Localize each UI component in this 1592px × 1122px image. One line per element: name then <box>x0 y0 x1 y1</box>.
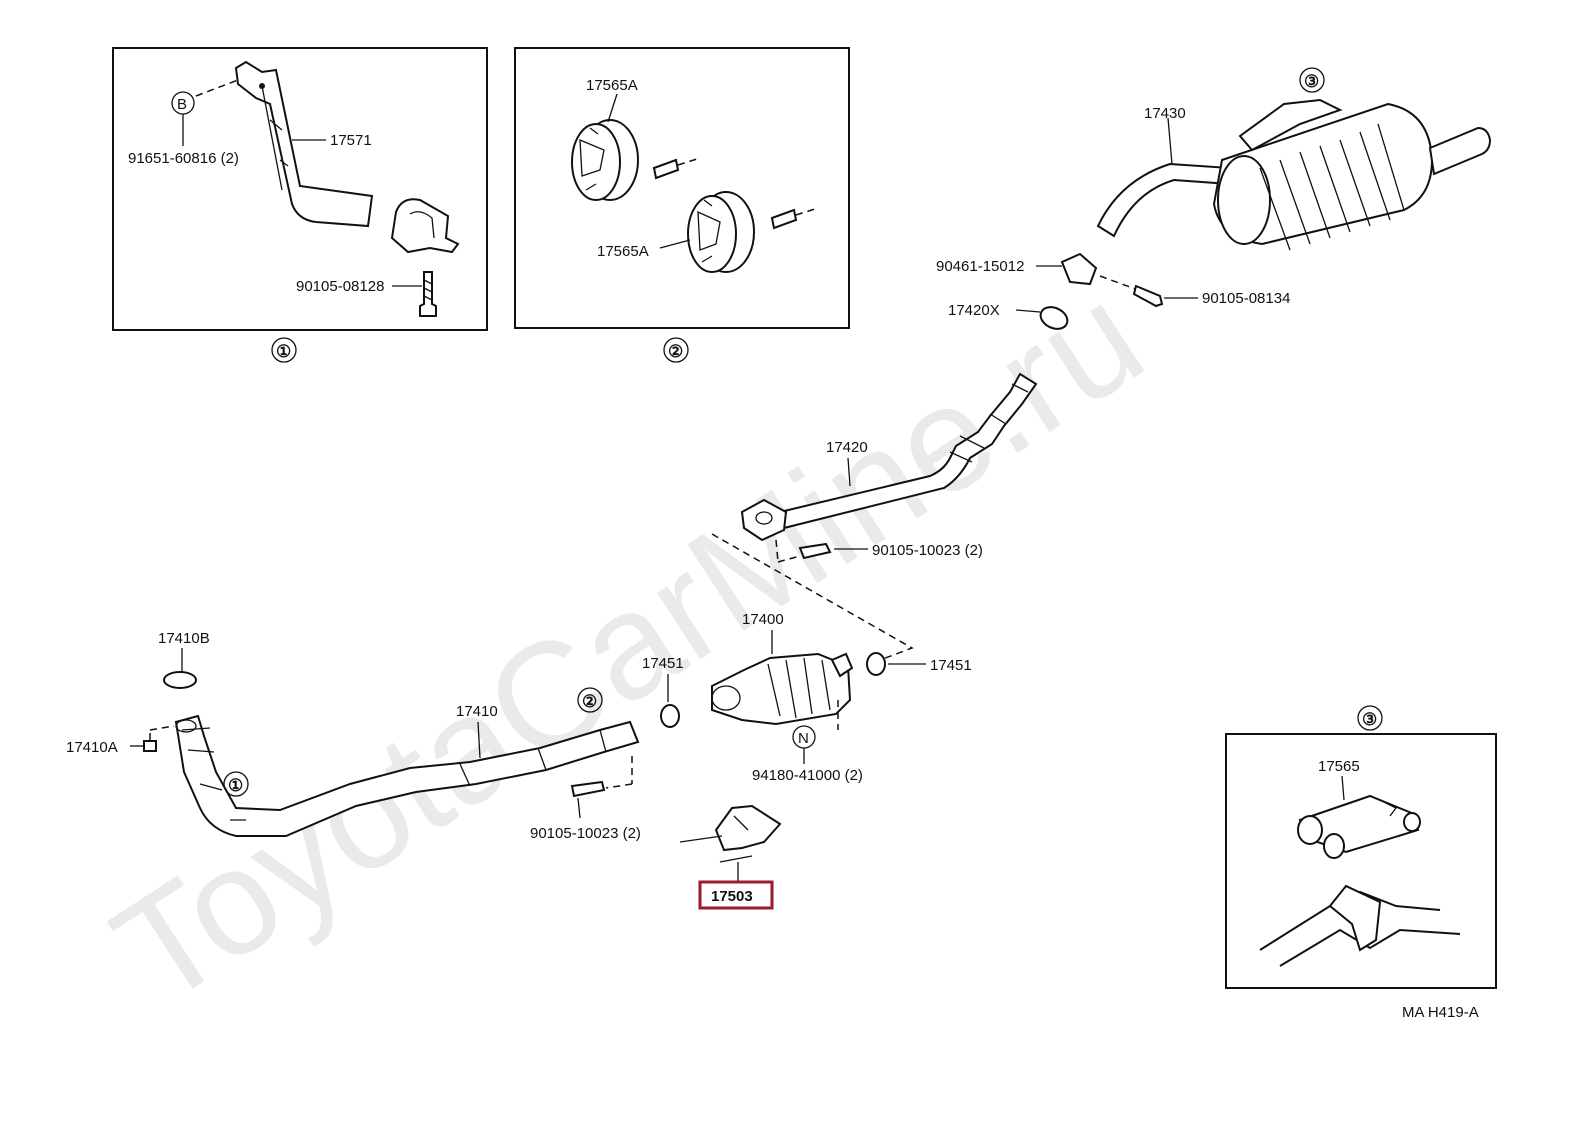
converter-17400-part <box>711 652 852 726</box>
inset-box-2-number-circle <box>663 337 689 363</box>
highlighted-part-frame[interactable] <box>698 880 774 910</box>
front-pipe-ref-2: ② <box>582 692 597 711</box>
highlighted-part-label[interactable]: 17503 <box>711 888 753 905</box>
inset-box-2: 17565A 17565A ② <box>514 47 850 363</box>
gasket-right-part <box>866 652 886 676</box>
inset-box-3-number-circle <box>1357 705 1383 731</box>
stud-label: 17410A <box>66 739 118 756</box>
bolt-08134-part <box>1132 284 1164 308</box>
front-pipe-ref-1-circle <box>223 771 249 797</box>
inset-box-1-number-circle <box>271 337 297 363</box>
inset-box-3: ③ 17565 <box>1225 705 1497 989</box>
front-pipe-bolt-part <box>570 780 606 798</box>
tailpipe-assembly: ③ 17430 90461-15012 90105-08134 17420X <box>936 67 1492 330</box>
muffler-hanger <box>1238 98 1343 152</box>
center-pipe-flange <box>740 498 788 542</box>
inset-box-1-frame <box>112 47 488 331</box>
inset-box-3-frame <box>1225 733 1497 989</box>
gasket-left-part <box>660 704 680 728</box>
bolt-08128-part <box>419 271 437 317</box>
gasket-ring-part <box>1039 306 1069 330</box>
muffler-outlet-pipe <box>1428 126 1492 176</box>
inset-box-1-number: ① <box>276 342 291 361</box>
bolt-08128-label: 90105-08128 <box>296 278 384 295</box>
tailpipe-ref-circle <box>1299 67 1325 93</box>
bolt-b-code-label: 91651-60816 (2) <box>128 150 239 167</box>
hanger-bottom-pin <box>770 208 798 230</box>
front-pipe-ref-1: ① <box>228 776 243 795</box>
clamp-part <box>390 198 460 254</box>
gasket-holder-part <box>1060 252 1098 286</box>
front-gasket-label: 17410B <box>158 630 210 647</box>
gasket-right-label: 17451 <box>930 657 972 674</box>
inset-box-2-frame <box>514 47 850 329</box>
center-pipe-17420-part <box>778 372 1038 530</box>
center-pipe-assembly: 17420 90105-10023 (2) <box>711 372 1038 661</box>
converter-assembly: 17400 17451 17451 N 94180-41000 (2) <box>642 611 972 784</box>
figure-code: MA H419-A <box>1402 1004 1479 1021</box>
hanger-top-label: 17565A <box>586 77 638 94</box>
front-pipe-bolt-label: 90105-10023 (2) <box>530 825 641 842</box>
inset-box-3-number: ③ <box>1362 710 1377 729</box>
hanger-top-part <box>571 119 639 201</box>
bolt-b-letter: B <box>177 96 187 113</box>
hanger-top-pin <box>652 158 680 180</box>
tailpipe-ref-number: ③ <box>1304 72 1319 91</box>
front-pipe-assembly: 17410B 17410A ① ② 17410 90105-10023 (2) <box>66 630 641 842</box>
inset-box-3-hanger-label: 17565 <box>1318 758 1360 775</box>
center-pipe-bolt-part <box>798 542 832 560</box>
nut-symbol: N <box>798 730 809 747</box>
hanger-bottom-part <box>687 191 755 273</box>
front-pipe-ref-2-circle <box>577 687 603 713</box>
converter-label: 17400 <box>742 611 784 628</box>
bracket-17503-part <box>714 804 782 852</box>
muffler-inlet-pipe <box>1096 162 1231 238</box>
watermark: ToyotaCarMine.ru <box>86 251 1170 1037</box>
front-pipe-17410-part <box>174 714 640 837</box>
nut-code-label: 94180-41000 (2) <box>752 767 863 784</box>
bracket-label: 17571 <box>330 132 372 149</box>
bolt-08134-label: 90105-08134 <box>1202 290 1290 307</box>
inset-box-1: B 91651-60816 (2) 17571 90105-08128 ① <box>112 47 488 363</box>
front-gasket-part <box>163 671 197 689</box>
bracket-17571-part <box>234 60 374 228</box>
bracket-17503[interactable]: 17503 <box>679 804 782 910</box>
center-pipe-label: 17420 <box>826 439 868 456</box>
hanger-bottom-label: 17565A <box>597 243 649 260</box>
gasket-left-label: 17451 <box>642 655 684 672</box>
gasket-holder-label: 90461-15012 <box>936 258 1024 275</box>
center-pipe-bolt-label: 90105-10023 (2) <box>872 542 983 559</box>
muffler-label: 17430 <box>1144 105 1186 122</box>
stud-part <box>143 740 157 752</box>
gasket-ring-label: 17420X <box>948 302 1000 319</box>
inset-box-2-number: ② <box>668 342 683 361</box>
front-pipe-label: 17410 <box>456 703 498 720</box>
